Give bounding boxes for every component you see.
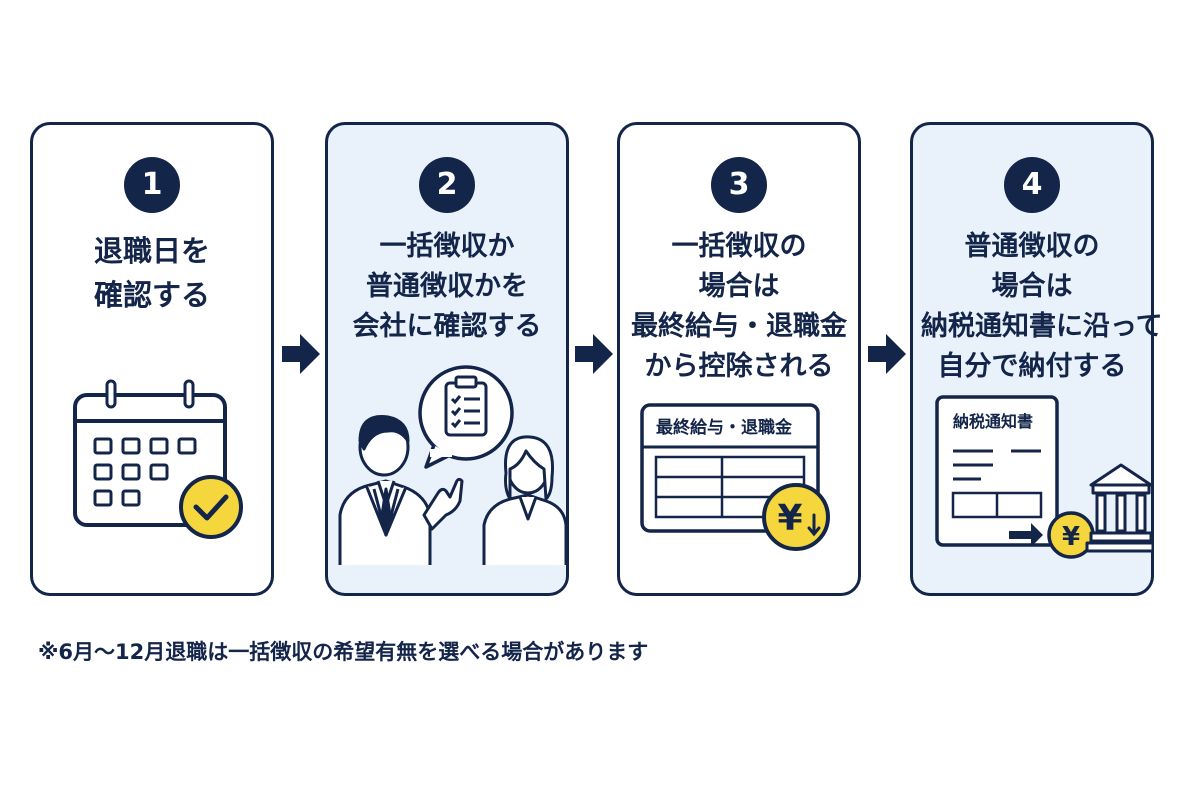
step-card-3: 3 一括徴収の 場合は 最終給与・退職金 から控除される 最終給与・退職金 ¥ [617,122,861,596]
payslip-document-icon: 最終給与・退職金 ¥ [640,403,830,551]
step-title-line: 一括徴収か [379,231,515,262]
step-title-line: から控除される [644,351,834,382]
right-arrow-icon [575,334,613,374]
footnote: ※6月〜12月退職は一括徴収の希望有無を選べる場合があります [38,640,649,664]
consultation-illustration [338,365,566,565]
step-title-line: 退職日を [93,234,210,268]
step-title-line: 会社に確認する [352,311,542,342]
svg-text:¥: ¥ [777,498,802,539]
step-title-line: 確認する [93,278,210,312]
step-number-badge: 2 [419,157,475,213]
step-number-badge: 3 [711,157,767,213]
clipboard-icon [444,375,488,437]
calendar-icon [73,379,243,539]
step-number-badge: 4 [1004,157,1060,213]
step-number-badge: 1 [124,157,180,213]
yen-coin-icon: ¥ [1047,511,1095,559]
step-title: 一括徴収の 場合は 最終給与・退職金 から控除される [628,227,850,387]
yen-coin-icon: ¥ [762,483,830,551]
tax-payment-illustration: 納税通知書 ¥ [935,395,1153,559]
step-title: 一括徴収か 普通徴収かを 会社に確認する [336,227,558,347]
svg-text:¥: ¥ [1062,522,1080,552]
document-label: 最終給与・退職金 [656,417,793,438]
document-label: 納税通知書 [953,412,1033,431]
step-card-4: 4 普通徴収の 場合は 納税通知書に沿って 自分で納付する 納税通知書 [910,122,1163,596]
step-title-line: 普通徴収の [964,231,1100,262]
person-woman-icon [482,435,566,565]
person-man-icon [338,415,464,565]
check-icon [179,475,243,539]
step-title-line: 場合は [698,271,780,302]
step-title-line: 納税通知書に沿って [921,311,1163,342]
step-title-line: 一括徴収の [671,231,807,262]
step-title-line: 普通徴収かを [366,271,528,302]
down-arrow-icon [807,513,821,537]
bank-icon [1085,463,1153,553]
step-title: 退職日を 確認する [41,229,263,317]
right-arrow-icon [868,334,906,374]
step-title-line: 場合は [991,271,1073,302]
step-card-1: 1 退職日を 確認する [30,122,274,596]
step-title: 普通徴収の 場合は 納税通知書に沿って 自分で納付する [921,227,1163,387]
step-card-2: 2 一括徴収か 普通徴収かを 会社に確認する [325,122,569,596]
step-title-line: 最終給与・退職金 [631,311,847,342]
right-arrow-icon [1009,523,1043,547]
right-arrow-icon [282,334,320,374]
tax-notice-document-icon: 納税通知書 [935,395,1059,547]
step-title-line: 自分で納付する [937,351,1127,382]
